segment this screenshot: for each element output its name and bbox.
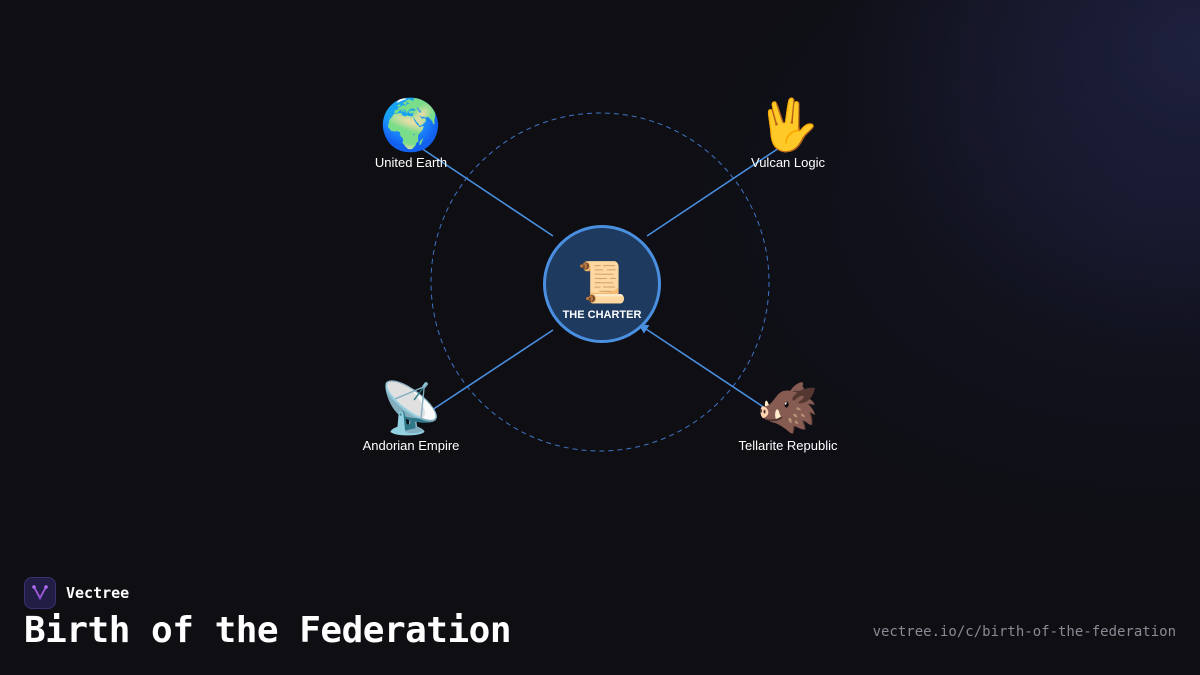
node-tellarite-republic[interactable]: 🐗 Tellarite Republic xyxy=(688,380,888,453)
scroll-icon: 📜 xyxy=(577,261,627,305)
vulcan-salute-icon: 🖖 xyxy=(756,97,820,153)
brand-name: Vectree xyxy=(66,584,130,602)
edge-vulcan-logic xyxy=(646,145,783,237)
brand[interactable]: Vectree xyxy=(24,577,129,609)
source-url[interactable]: vectree.io/c/birth-of-the-federation xyxy=(872,624,1176,640)
center-node-label: THE CHARTER xyxy=(562,309,642,321)
vectree-logo-icon xyxy=(24,577,56,609)
node-label: Vulcan Logic xyxy=(751,155,825,170)
satellite-antenna-icon: 📡 xyxy=(379,380,443,436)
node-label: United Earth xyxy=(374,155,448,170)
node-andorian-empire[interactable]: 📡 Andorian Empire xyxy=(311,380,511,453)
boar-icon: 🐗 xyxy=(756,380,820,436)
node-united-earth[interactable]: 🌍 United Earth xyxy=(311,97,511,170)
node-label: Andorian Empire xyxy=(362,438,460,453)
orbit-ring xyxy=(430,112,770,452)
node-vulcan-logic[interactable]: 🖖 Vulcan Logic xyxy=(688,97,888,170)
page-title: Birth of the Federation xyxy=(24,610,512,651)
edge-andorian-empire xyxy=(431,329,554,411)
center-node-charter[interactable]: 📜 THE CHARTER xyxy=(543,225,661,343)
edge-united-earth xyxy=(417,145,554,237)
edge-tellarite-republic xyxy=(638,323,769,411)
earth-globe-icon: 🌍 xyxy=(379,97,443,153)
node-label: Tellarite Republic xyxy=(738,438,838,453)
